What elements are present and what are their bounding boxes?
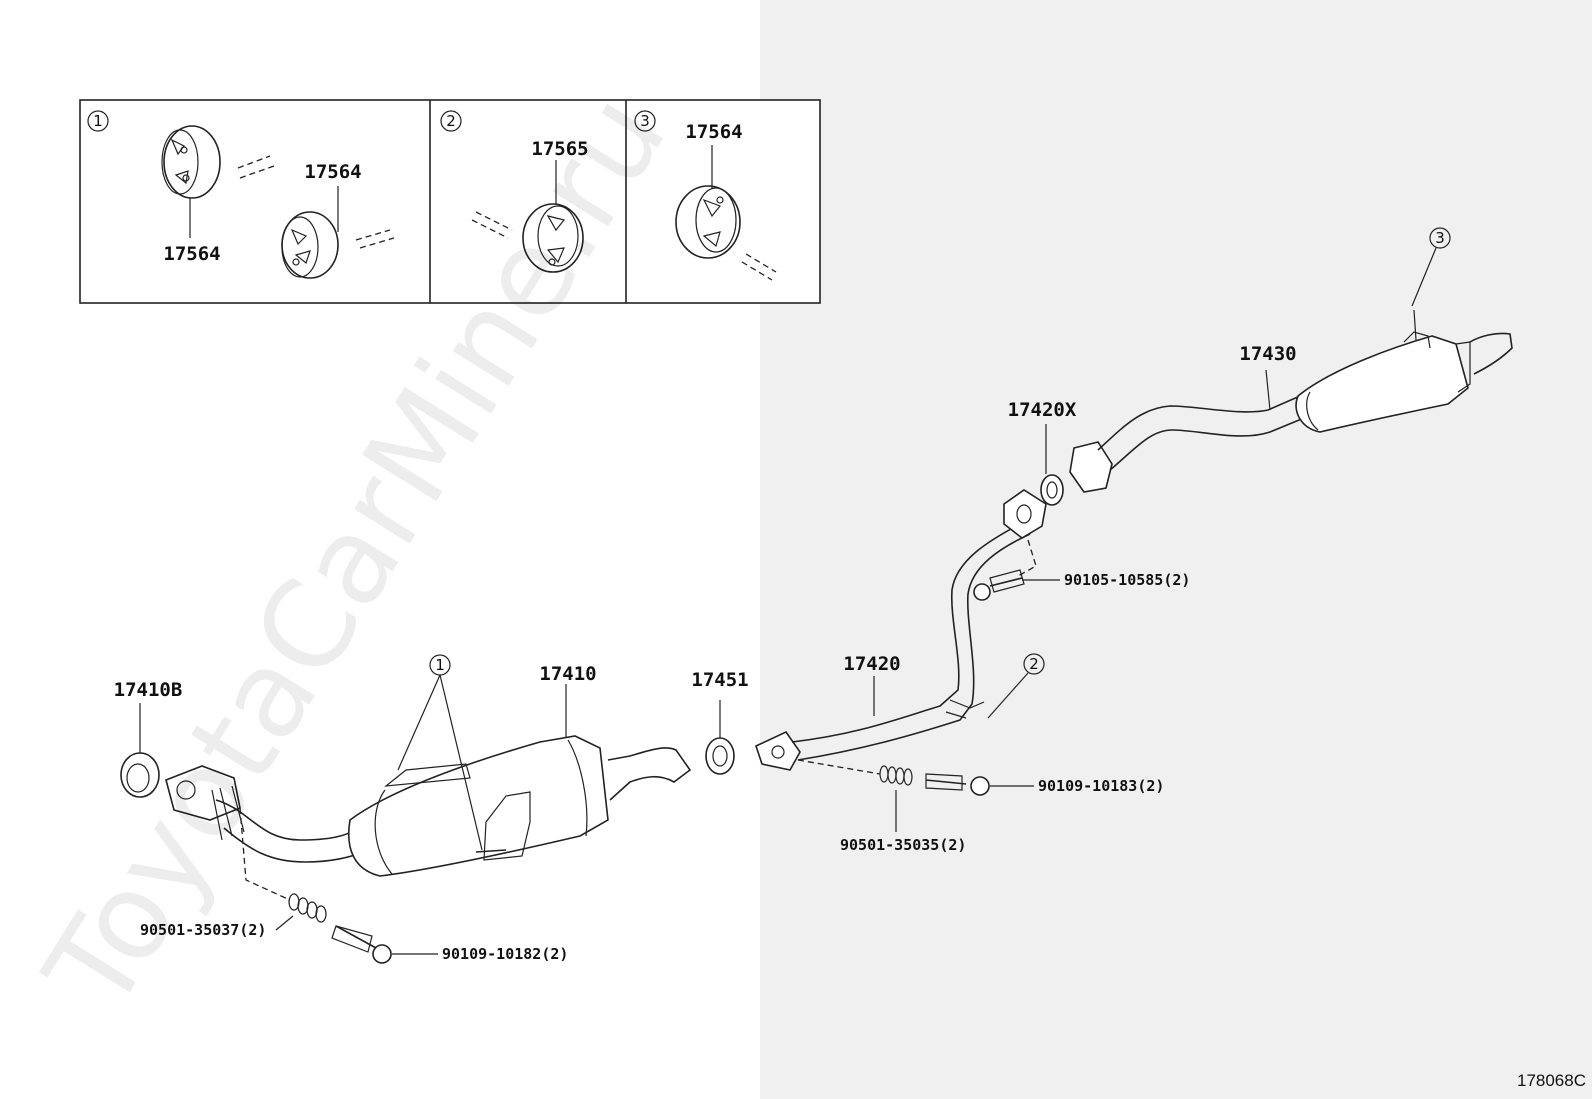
callout-1: 1	[435, 656, 445, 674]
callout-2: 2	[1029, 655, 1039, 673]
inset-panel-3: 3 17564	[634, 110, 777, 281]
muffler-tailpipe-icon	[1069, 309, 1513, 493]
inset-panel-1-number: 1	[93, 112, 103, 130]
inset-panel-3-number: 3	[640, 112, 650, 130]
inset-panels: 1 17564 17564	[79, 99, 821, 304]
diagram-code: 178068C	[1516, 1071, 1586, 1090]
hardware-90501-35035-label: 90501-35035(2)	[840, 836, 966, 854]
inset-panel-2-number: 2	[446, 112, 456, 130]
inset-panel-3-label: 17564	[685, 121, 742, 143]
inset-panel-1-label-a: 17564	[163, 243, 220, 265]
rubber-hanger-icon	[522, 203, 584, 273]
part-17410-label: 17410	[539, 663, 596, 685]
part-17410B-label: 17410B	[114, 679, 183, 701]
part-17420-label: 17420	[843, 653, 900, 675]
bolt-icon	[331, 925, 392, 964]
gasket-ring-icon	[705, 737, 735, 775]
hardware-90109-10183-label: 90109-10183(2)	[1038, 777, 1164, 795]
rubber-hanger-icon	[161, 125, 221, 199]
hardware-90105-10585-label: 90105-10585(2)	[1064, 571, 1190, 589]
gasket-ring-icon	[120, 752, 160, 798]
bolt-icon	[925, 773, 990, 796]
inset-panel-2: 2 17565	[440, 110, 589, 273]
part-17430-label: 17430	[1239, 343, 1296, 365]
part-17420X-label: 17420X	[1008, 399, 1077, 421]
center-pipe-icon	[755, 489, 1047, 771]
spring-icon	[879, 765, 913, 786]
front-pipe-converter-icon	[165, 735, 692, 877]
spring-icon	[288, 893, 327, 923]
rubber-hanger-icon	[281, 211, 339, 279]
inset-panel-2-label: 17565	[531, 138, 588, 160]
bolt-icon	[973, 569, 1025, 601]
rubber-hanger-icon	[675, 185, 741, 259]
background-right	[760, 0, 1592, 1099]
inset-panel-1-label-b: 17564	[304, 161, 361, 183]
part-17451-label: 17451	[691, 669, 748, 691]
hardware-90501-35037-label: 90501-35037(2)	[140, 921, 266, 939]
gasket-ring-icon	[1040, 474, 1064, 506]
hardware-90109-10182-label: 90109-10182(2)	[442, 945, 568, 963]
inset-panel-1: 1 17564 17564	[87, 110, 395, 279]
callout-3: 3	[1435, 229, 1445, 247]
